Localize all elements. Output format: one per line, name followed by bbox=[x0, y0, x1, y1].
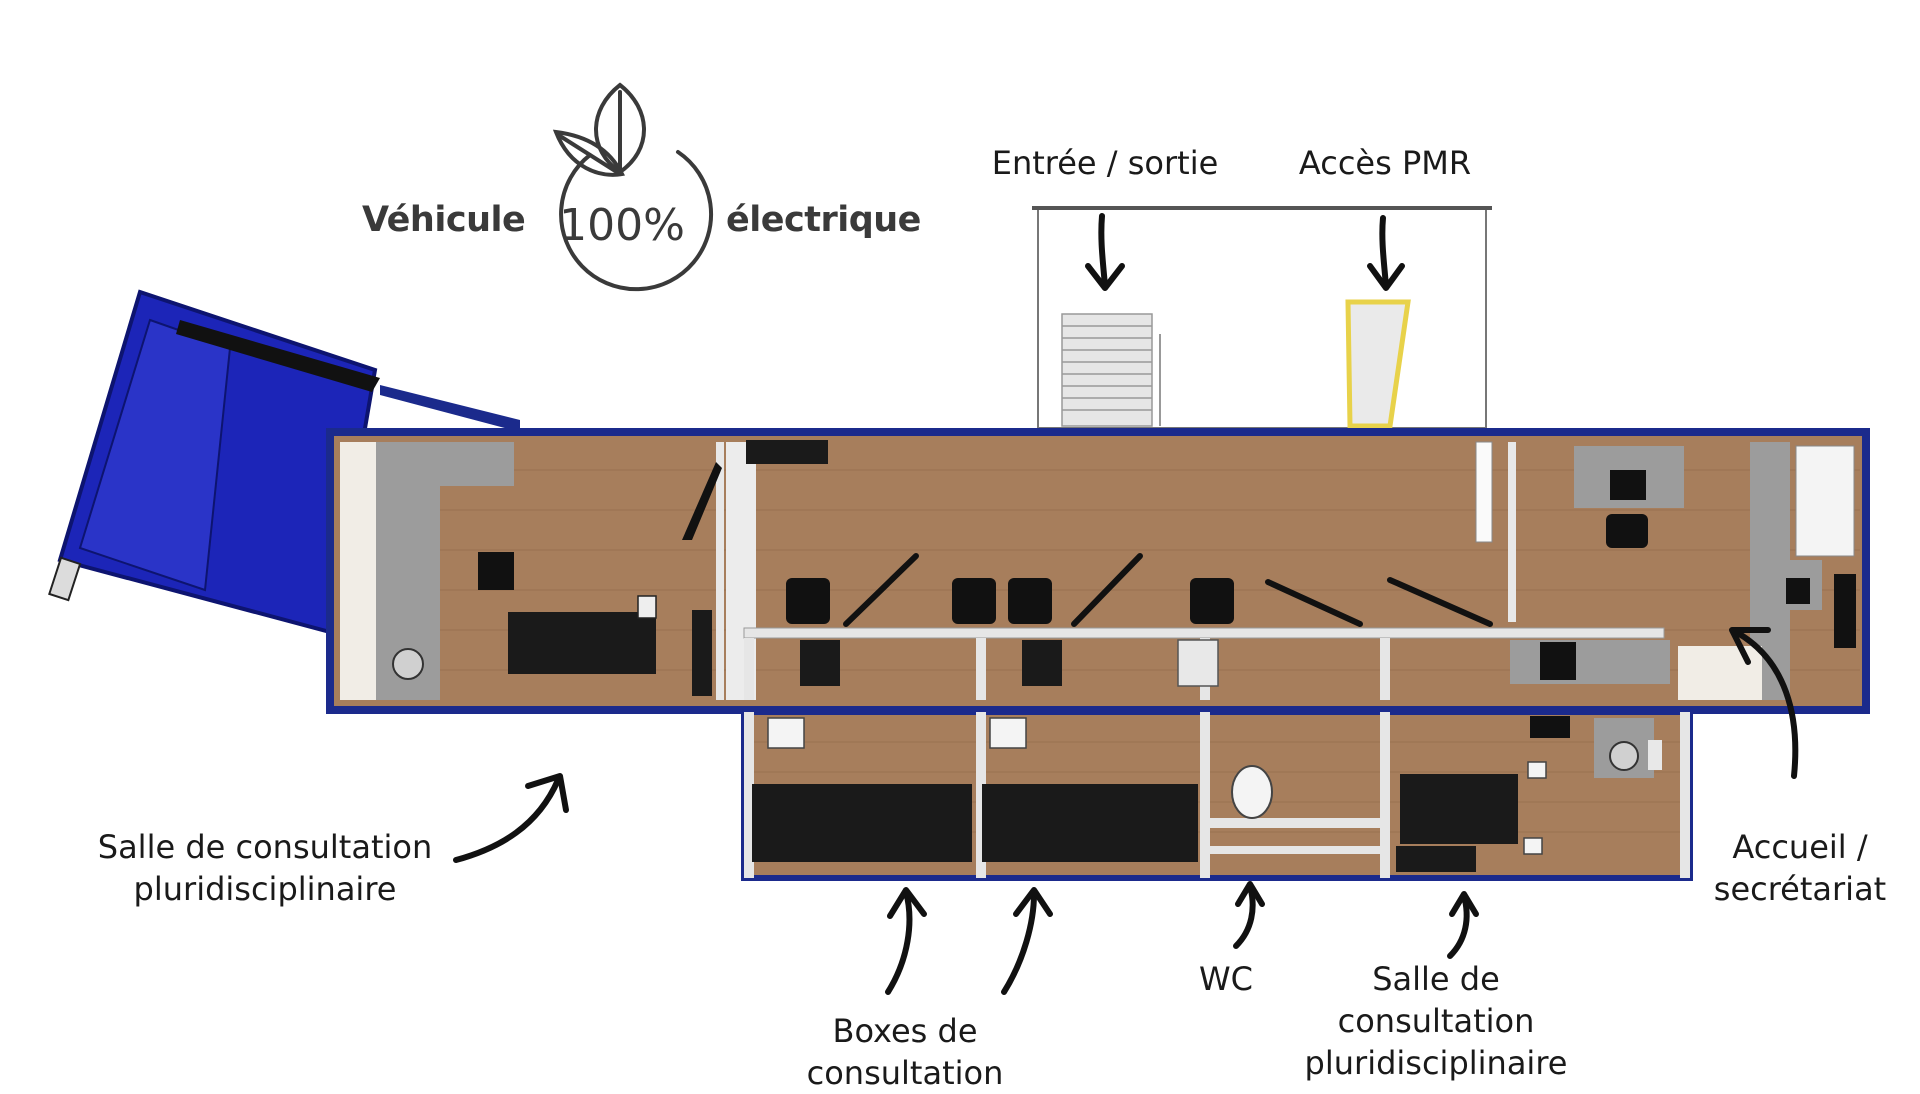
lower-extension bbox=[741, 709, 1693, 881]
badge-left-word: Véhicule bbox=[362, 200, 526, 240]
curved-arrow-icon bbox=[453, 213, 1799, 995]
leaf-icon bbox=[552, 82, 714, 292]
sink-icon bbox=[392, 648, 424, 680]
left-consultation-room-label: Salle de consultation pluridisciplinaire bbox=[97, 828, 433, 909]
accessible-access-label: Accès PMR bbox=[1298, 144, 1472, 182]
badge-center-text: 100% bbox=[559, 200, 685, 251]
lower-consultation-room-label: Salle de consultation pluridisciplinaire bbox=[1304, 960, 1568, 1083]
vehicle-cab bbox=[48, 289, 520, 635]
ramp-icon bbox=[1345, 299, 1411, 429]
trailer-body bbox=[326, 428, 1870, 714]
badge-right-word: électrique bbox=[726, 200, 921, 240]
entrance-exit-label: Entrée / sortie bbox=[991, 144, 1219, 182]
toilet-icon bbox=[1231, 765, 1273, 819]
reception-label: Accueil / secrétariat bbox=[1713, 828, 1887, 909]
stairs-icon bbox=[1061, 313, 1161, 427]
entrance-platform bbox=[1032, 206, 1492, 429]
consultation-boxes-label: Boxes de consultation bbox=[806, 1012, 1004, 1093]
wc-label: WC bbox=[1199, 960, 1253, 998]
